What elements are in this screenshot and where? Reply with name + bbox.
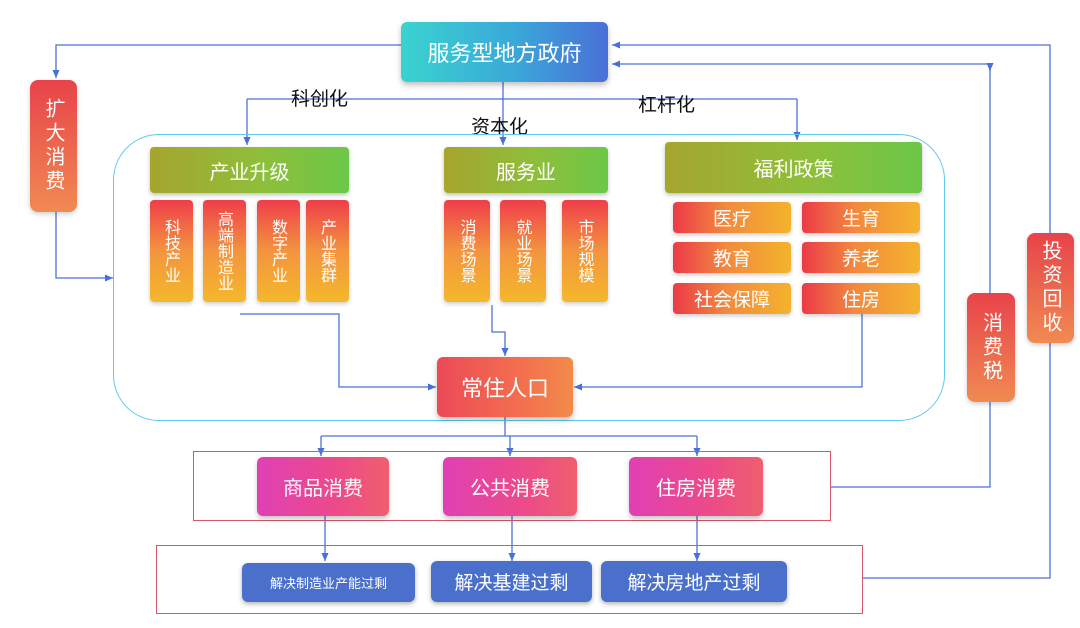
population-box: 常住人口	[437, 357, 573, 417]
industry-header: 产业升级	[150, 147, 349, 193]
service-item-label: 就业场景	[513, 219, 533, 283]
population-label: 常住人口	[460, 377, 549, 402]
welfare-item-label: 养老	[841, 248, 880, 270]
solution-manufacturing-box: 解决制造业产能过剩	[242, 563, 415, 602]
edge-label-leverage: 杠杆化	[638, 94, 696, 116]
industry-item-label: 科技产业	[162, 219, 181, 283]
service-item-employment: 就业场景	[500, 200, 546, 302]
industry-item-label: 数字产业	[269, 219, 288, 283]
consumption-label: 住房消费	[656, 476, 736, 500]
service-header: 服务业	[444, 147, 608, 193]
consumption-label: 商品消费	[283, 476, 363, 500]
welfare-item-social-security: 社会保障	[673, 283, 791, 314]
consumption-housing-box: 住房消费	[629, 457, 763, 516]
welfare-item-birth: 生育	[802, 202, 920, 233]
welfare-header: 福利政策	[665, 142, 922, 193]
consumption-label: 公共消费	[470, 476, 550, 500]
industry-item-manufacturing: 高端制造业	[203, 200, 246, 302]
welfare-item-housing: 住房	[802, 283, 920, 314]
consumption-tax-box: 消费税	[967, 293, 1015, 402]
industry-title: 产业升级	[209, 159, 290, 184]
service-item-scene: 消费场景	[444, 200, 490, 302]
policy-frame	[113, 134, 945, 421]
industry-item-label: 产业集群	[318, 219, 337, 283]
welfare-item-label: 医疗	[712, 208, 751, 230]
welfare-item-label: 教育	[712, 248, 751, 270]
industry-item-cluster: 产业集群	[306, 200, 349, 302]
industry-item-tech: 科技产业	[150, 200, 193, 302]
consumption-tax-label: 消费税	[979, 311, 1004, 384]
expand-consumption-label: 扩大消费	[42, 98, 66, 194]
investment-return-box: 投资回收	[1027, 233, 1074, 343]
consumption-goods-box: 商品消费	[257, 457, 389, 516]
government-box: 服务型地方政府	[401, 22, 608, 82]
consumption-frame	[193, 451, 831, 521]
solution-label: 解决制造业产能过剩	[269, 577, 387, 592]
welfare-item-label: 住房	[841, 289, 880, 311]
government-label: 服务型地方政府	[427, 42, 582, 67]
welfare-item-label: 社会保障	[693, 289, 770, 311]
solution-real-estate-box: 解决房地产过剩	[601, 561, 787, 602]
solution-label: 解决基建过剩	[454, 572, 569, 594]
solution-infrastructure-box: 解决基建过剩	[431, 561, 592, 602]
solutions-frame	[156, 545, 863, 614]
service-item-market: 市场规模	[562, 200, 608, 302]
investment-return-label: 投资回收	[1039, 240, 1063, 336]
welfare-item-label: 生育	[841, 208, 880, 230]
service-item-label: 消费场景	[457, 219, 477, 283]
welfare-item-medical: 医疗	[673, 202, 791, 233]
expand-consumption-box: 扩大消费	[30, 80, 77, 212]
service-title: 服务业	[496, 159, 556, 184]
welfare-item-elderly: 养老	[802, 242, 920, 273]
consumption-public-box: 公共消费	[443, 457, 577, 516]
industry-item-label: 高端制造业	[215, 211, 234, 291]
industry-item-digital: 数字产业	[257, 200, 300, 302]
edge-label-capital: 资本化	[471, 116, 529, 138]
edge-label-tech: 科创化	[291, 88, 349, 110]
welfare-title: 福利政策	[753, 157, 834, 181]
service-item-label: 市场规模	[575, 219, 595, 283]
welfare-item-education: 教育	[673, 242, 791, 273]
solution-label: 解决房地产过剩	[627, 572, 761, 594]
